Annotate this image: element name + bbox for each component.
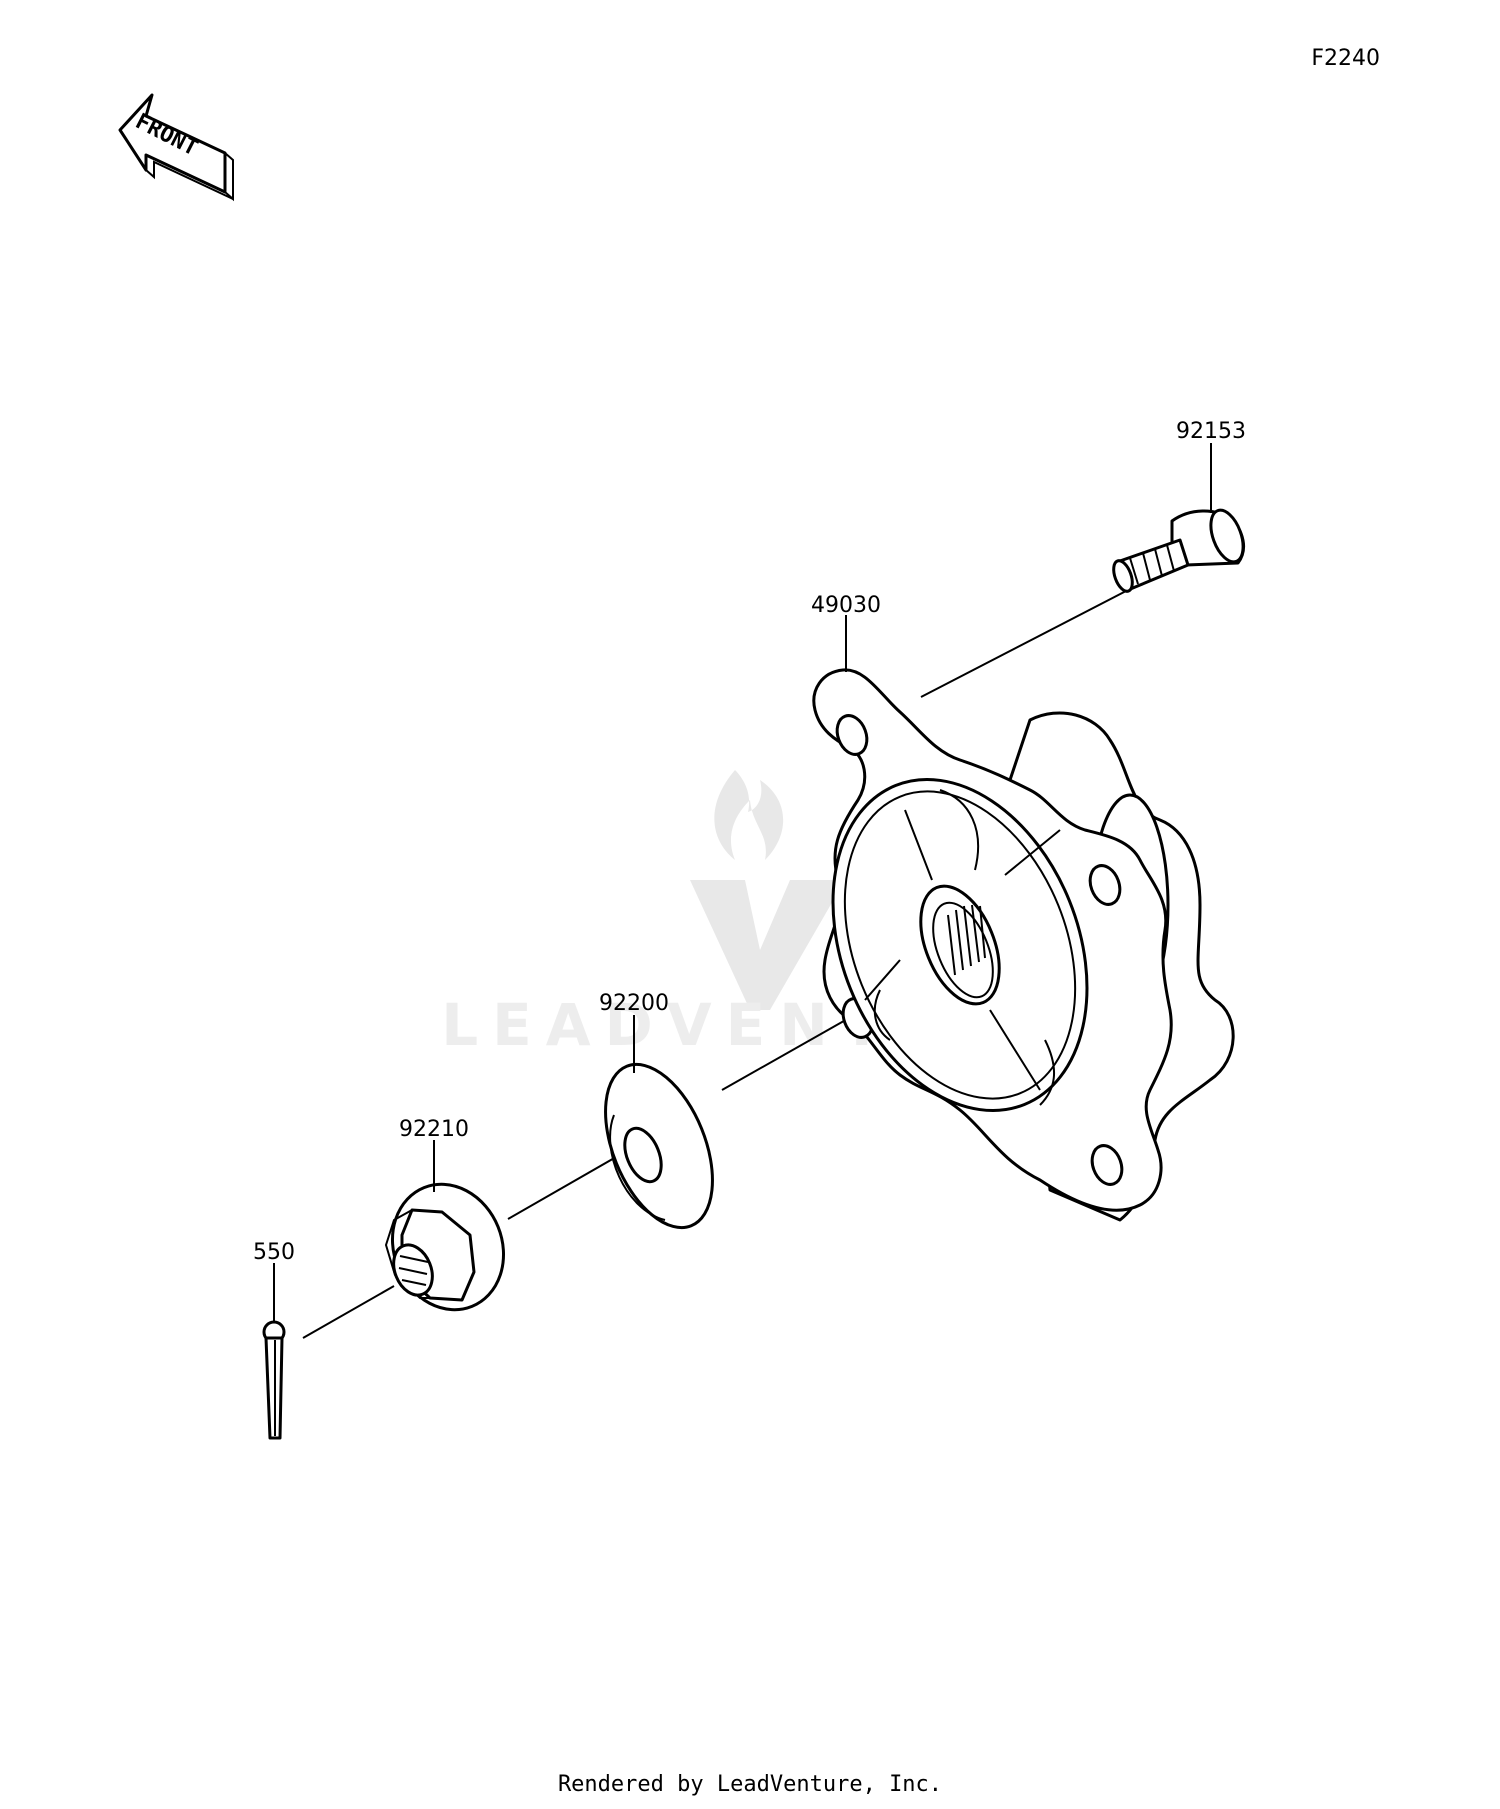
leader-line-bolt (920, 589, 1129, 698)
cotter-pin-part (262, 1320, 286, 1440)
front-arrow-icon: FRONT (118, 93, 234, 202)
part-label-92153: 92153 (1176, 419, 1246, 444)
part-label-92200: 92200 (599, 991, 669, 1016)
footer-credit: Rendered by LeadVenture, Inc. (557, 1772, 943, 1797)
part-label-550: 550 (253, 1240, 295, 1265)
nut-part (384, 1182, 506, 1312)
washer-part (604, 1062, 714, 1230)
figure-code: F2240 (1311, 46, 1380, 71)
part-label-49030: 49030 (811, 593, 881, 618)
leader-line-nut (302, 1285, 395, 1339)
hub-part (812, 668, 1235, 1222)
part-label-92210: 92210 (399, 1117, 469, 1142)
bolt-part (1112, 508, 1246, 593)
